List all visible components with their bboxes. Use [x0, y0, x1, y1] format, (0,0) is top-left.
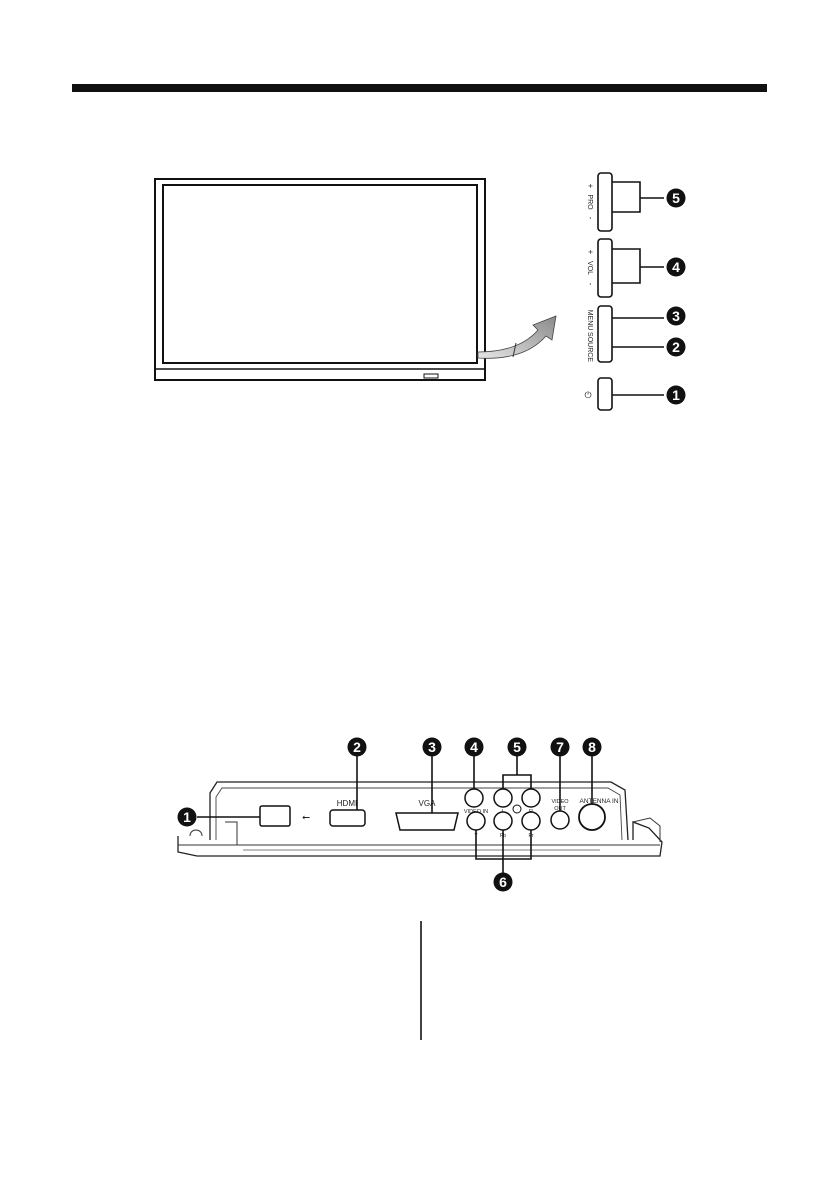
pointer-arrow — [477, 315, 557, 359]
callout-rear-8 — [582, 737, 602, 757]
callout-rear-6 — [493, 872, 513, 892]
power-icon: ⏻ — [584, 390, 591, 400]
pro-minus-label: - — [586, 217, 595, 220]
pro-button[interactable] — [597, 172, 613, 232]
vol-plus-label: + — [586, 250, 595, 255]
callout-rear-3 — [422, 737, 442, 757]
antenna-in-jack[interactable] — [578, 803, 606, 831]
callout-rear-2 — [347, 737, 367, 757]
callout-rear-2-text: 2 — [353, 739, 361, 755]
callout-front-1 — [666, 385, 686, 405]
callout-front-4-text: 4 — [672, 259, 680, 275]
video-out-jack[interactable] — [550, 810, 570, 830]
antenna-in-label: ANTENNA IN — [579, 798, 618, 805]
callout-rear-4-text: 4 — [470, 739, 478, 755]
side-button-panel: + PRO - 5 + VOL - 4 MENU SOURCE 3 2 ⏻ 1 — [584, 172, 686, 411]
callout-front-3 — [666, 306, 686, 326]
pro-plus-label: + — [586, 184, 595, 189]
menu-source-button[interactable] — [597, 305, 613, 363]
component-pb-jack[interactable] — [493, 811, 513, 831]
rear-panel: ⭠ 1 HDMI 2 VGA 3 4 VIDEO IN 5 L R — [177, 737, 663, 892]
source-label: SOURCE — [586, 332, 593, 362]
header-bar — [72, 84, 767, 92]
component-y-jack[interactable] — [466, 811, 486, 831]
callout-rear-3-text: 3 — [428, 739, 436, 755]
component-pr-jack[interactable] — [521, 811, 541, 831]
callout-rear-4 — [464, 737, 484, 757]
power-button[interactable] — [597, 377, 613, 411]
callout-front-4 — [666, 257, 686, 277]
usb-port[interactable] — [259, 805, 291, 827]
callout-rear-7 — [550, 737, 570, 757]
callout-front-2 — [666, 337, 686, 357]
vol-button[interactable] — [597, 238, 613, 298]
callout-rear-1 — [177, 807, 197, 827]
pro-label: PRO — [586, 194, 593, 210]
indicator-ring — [512, 804, 522, 814]
callout-rear-1-text: 1 — [183, 809, 191, 825]
tv-front — [154, 178, 557, 381]
usb-icon: ⭠ — [302, 812, 310, 823]
callout-rear-6-text: 6 — [499, 874, 507, 890]
callout-rear-7-text: 7 — [556, 739, 564, 755]
callout-front-5 — [666, 188, 686, 208]
callout-front-2-text: 2 — [672, 339, 680, 355]
callout-front-3-text: 3 — [672, 308, 680, 324]
ir-sensor — [423, 373, 439, 379]
callout-front-5-text: 5 — [672, 190, 680, 206]
vga-label: VGA — [419, 799, 437, 808]
vol-minus-label: - — [586, 283, 595, 286]
vol-label: VOL — [586, 261, 593, 275]
vga-port[interactable] — [395, 812, 459, 831]
menu-label: MENU — [586, 310, 593, 331]
video-in-jack[interactable] — [464, 788, 484, 808]
callout-rear-5 — [507, 737, 527, 757]
tv-screen — [162, 184, 478, 364]
hdmi-label: HDMI — [337, 799, 357, 808]
callout-rear-8-text: 8 — [588, 739, 596, 755]
callout-front-1-text: 1 — [672, 387, 680, 403]
audio-l-jack[interactable] — [493, 788, 513, 808]
hdmi-port[interactable] — [329, 809, 366, 827]
audio-r-jack[interactable] — [521, 788, 541, 808]
callout-rear-5-text: 5 — [513, 739, 521, 755]
